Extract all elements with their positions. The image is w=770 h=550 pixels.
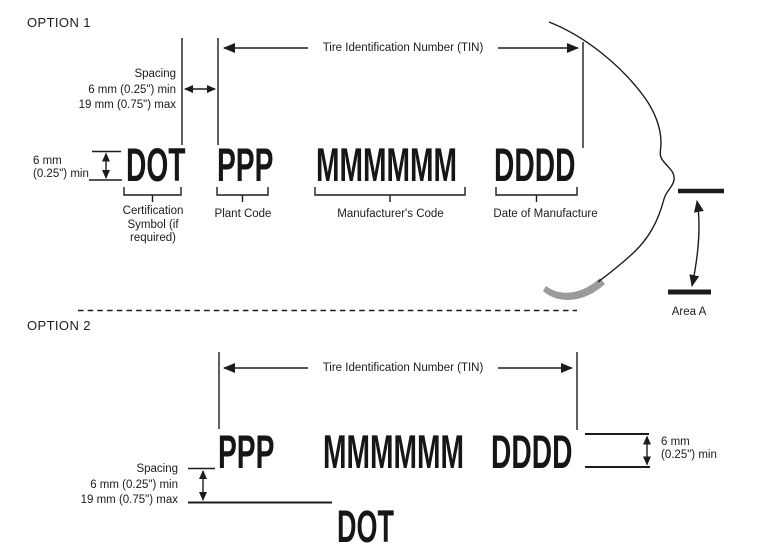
opt2-spacing-title: Spacing [136,463,178,475]
opt2-plant-code-symbol: PPP [218,425,275,478]
opt1-date-symbol: DDDD [494,138,576,191]
opt1-letter-height-note: 6 mm (0.25") min [33,155,89,181]
certification-brace [123,187,182,202]
date-caption: Date of Manufacture [493,208,598,220]
manufacturer-caption: Manufacturer's Code [337,208,444,220]
opt1-certification-symbol: DOT [126,138,186,191]
opt1-manufacturer-symbol: MMMMMM [316,138,457,191]
bead-area-shading [543,278,605,300]
opt1-spacing-title: Spacing [134,68,176,80]
area-a-label: Area A [671,306,707,318]
opt2-spacing-min: 6 mm (0.25") min [90,479,178,491]
option2-heading: OPTION 2 [27,318,91,333]
opt1-letter-height-line1: 6 mm [33,155,62,167]
opt2-letter-height-line2: (0.25") min [661,449,717,461]
plant-code-brace [216,187,269,202]
opt2-tin-arrow-label: Tire Identification Number (TIN) [308,361,498,375]
opt2-letter-height-note: 6 mm (0.25") min [661,436,717,462]
opt1-spacing-max: 19 mm (0.75") max [78,99,176,111]
opt1-letter-height-line2: (0.25") min [33,168,89,180]
opt1-spacing-min: 6 mm (0.25") min [88,84,176,96]
opt2-certification-symbol: DOT [337,501,394,550]
opt1-tin-arrow-label: Tire Identification Number (TIN) [308,41,498,55]
opt2-letter-height-line1: 6 mm [661,436,690,448]
tire-sidewall-curve [548,21,675,283]
opt2-date-symbol: DDDD [491,425,573,478]
area-a-extent-arrow [689,200,704,287]
date-brace [495,187,578,202]
option1-heading: OPTION 1 [27,15,91,30]
plant-code-caption: Plant Code [214,208,272,220]
opt2-manufacturer-symbol: MMMMMM [323,425,464,478]
opt2-spacing-max: 19 mm (0.75") max [80,494,178,506]
option1-linework [89,21,724,300]
manufacturer-brace [314,187,466,202]
opt1-plant-code-symbol: PPP [217,138,274,191]
certification-caption: Certification Symbol (if required) [122,205,184,244]
